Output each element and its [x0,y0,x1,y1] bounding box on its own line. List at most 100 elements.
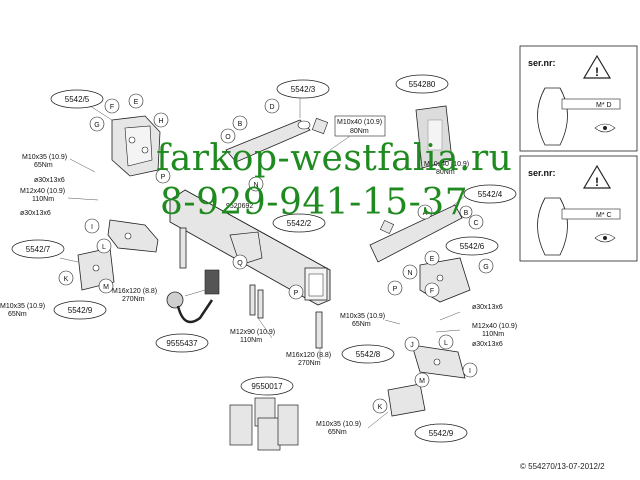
spec-m10x40-upper: M10x40 (10.9) 80Nm [334,115,386,137]
label-5542-7: 5542/7 [26,245,51,254]
label-5542-4: 5542/4 [478,190,503,199]
svg-text:80Nm: 80Nm [350,128,369,135]
svg-text:L: L [102,244,106,251]
callout-F2: F [424,282,440,298]
svg-text:N: N [253,182,258,189]
svg-text:A: A [423,210,428,217]
svg-text:G: G [483,264,488,271]
spec-m12x40-left: M12x40 (10.9) 110Nm ø30x13x6 [20,188,65,217]
svg-text:270Nm: 270Nm [298,360,321,367]
spec-m12x90: M12x90 (10.9) 110Nm [230,329,275,344]
callout-A: A [417,204,433,220]
svg-text:!: ! [595,65,599,79]
svg-text:I: I [91,224,93,231]
label-9520692: 9520692 [226,203,253,210]
svg-text:L: L [444,340,448,347]
label-5542-6: 5542/6 [460,242,485,251]
svg-text:ø30x13x6: ø30x13x6 [20,210,51,217]
callout-L2: L [438,334,454,350]
svg-text:D: D [269,104,274,111]
warning-triangle-icon [582,54,612,79]
serial-plate-2: M* C [596,212,612,219]
right-bar-5542-4: 5542/4 [369,184,517,263]
svg-text:C: C [473,220,478,227]
spec-m10x35-right: M10x35 (10.9) 65Nm [340,313,385,328]
svg-text:110Nm: 110Nm [482,331,504,338]
svg-text:M16x120 (8.8): M16x120 (8.8) [286,352,331,359]
spec-m10x35-farleft: M10x35 (10.9) 65Nm [0,303,45,318]
svg-text:ø30x13x6: ø30x13x6 [472,341,503,348]
callout-D: D [264,98,280,114]
left-lower-bracket-5542-7: 5542/7 [11,219,159,259]
boxes-9550017: 9550017 [229,376,299,451]
spec-m10x40-right: M10x40 (10.9) 80Nm [424,161,469,176]
svg-text:P: P [393,286,398,293]
svg-text:M: M [103,284,109,291]
label-9555437: 9555437 [166,339,198,348]
svg-text:Q: Q [237,260,243,267]
bolts [179,227,323,349]
callout-M1: M [98,278,114,294]
callout-K2: K [372,398,388,414]
callout-P1: P [155,168,171,184]
label-5542-3: 5542/3 [291,85,316,94]
svg-text:270Nm: 270Nm [122,296,145,303]
serial-panel: ser.nr: ! M* D ser.nr: ! M* C [519,45,638,262]
svg-text:K: K [378,404,383,411]
svg-text:M10x35 (10.9): M10x35 (10.9) [0,303,45,310]
callout-B: B [232,115,248,131]
letter-callouts: F E G H D O B N P I L K M Q P A C B N E … [58,93,494,414]
callout-H: H [153,112,169,128]
callout-C: C [468,214,484,230]
svg-text:M12x90 (10.9): M12x90 (10.9) [230,329,275,336]
svg-text:M10x35 (10.9): M10x35 (10.9) [316,421,361,428]
svg-text:I: I [469,368,471,375]
watermark-website: farkop-westfalia.ru [156,138,513,179]
callout-F: F [104,98,120,114]
leader-lines [59,98,466,429]
svg-text:M10x35 (10.9): M10x35 (10.9) [340,313,385,320]
spec-m16x120-right: M16x120 (8.8) 270Nm [286,352,331,367]
svg-text:M12x40 (10.9): M12x40 (10.9) [20,188,65,195]
socket-554280: 554280 [395,74,453,169]
svg-text:M10x40 (10.9): M10x40 (10.9) [424,161,469,168]
svg-text:M10x40 (10.9): M10x40 (10.9) [337,119,382,126]
label-5542-2: 5542/2 [287,219,312,228]
svg-text:M10x35 (10.9): M10x35 (10.9) [22,154,67,161]
label-554280: 554280 [409,80,436,89]
label-group-5542-2: 5542/2 [272,213,326,233]
svg-text:ø30x13x6: ø30x13x6 [472,304,503,311]
spec-washer-right: ø30x13x6 [472,304,503,311]
svg-text:F: F [110,104,114,111]
serial-plate-1: M* D [596,102,612,109]
upper-bar-5542-3: 5542/3 [225,79,330,163]
svg-text:G: G [94,122,99,129]
callout-Q: Q [232,254,248,270]
callout-G: G [89,116,105,132]
towball-9555437: 9555437 [155,269,220,353]
svg-text:N: N [407,270,412,277]
serial-label-1: ser.nr: [528,58,556,68]
svg-text:P: P [161,174,166,181]
svg-text:M: M [419,378,425,385]
svg-text:110Nm: 110Nm [32,196,54,203]
callout-B2: B [459,205,473,219]
left-bracket-5542-5: 5542/5 [50,89,161,177]
svg-text:65Nm: 65Nm [34,162,53,169]
label-9550017: 9550017 [251,382,283,391]
callout-M2: M [414,372,430,388]
svg-text:110Nm: 110Nm [240,337,262,344]
serial-label-2: ser.nr: [528,168,556,178]
copyright-text: © 554270/13-07-2012/2 [520,462,605,471]
callout-N: N [248,176,264,192]
spec-m10x35-left: M10x35 (10.9) 65Nm ø30x13x6 [22,154,67,184]
callout-J: J [404,336,420,352]
right-bracket-5542-8: 5542/8 [341,344,466,379]
svg-text:K: K [64,276,69,283]
callout-N2: N [402,264,418,280]
callout-L: L [96,238,112,254]
callout-I2: I [462,362,478,378]
spec-m10x35-bottom: M10x35 (10.9) 65Nm [316,421,361,436]
svg-text:M12x40 (10.9): M12x40 (10.9) [472,323,517,330]
